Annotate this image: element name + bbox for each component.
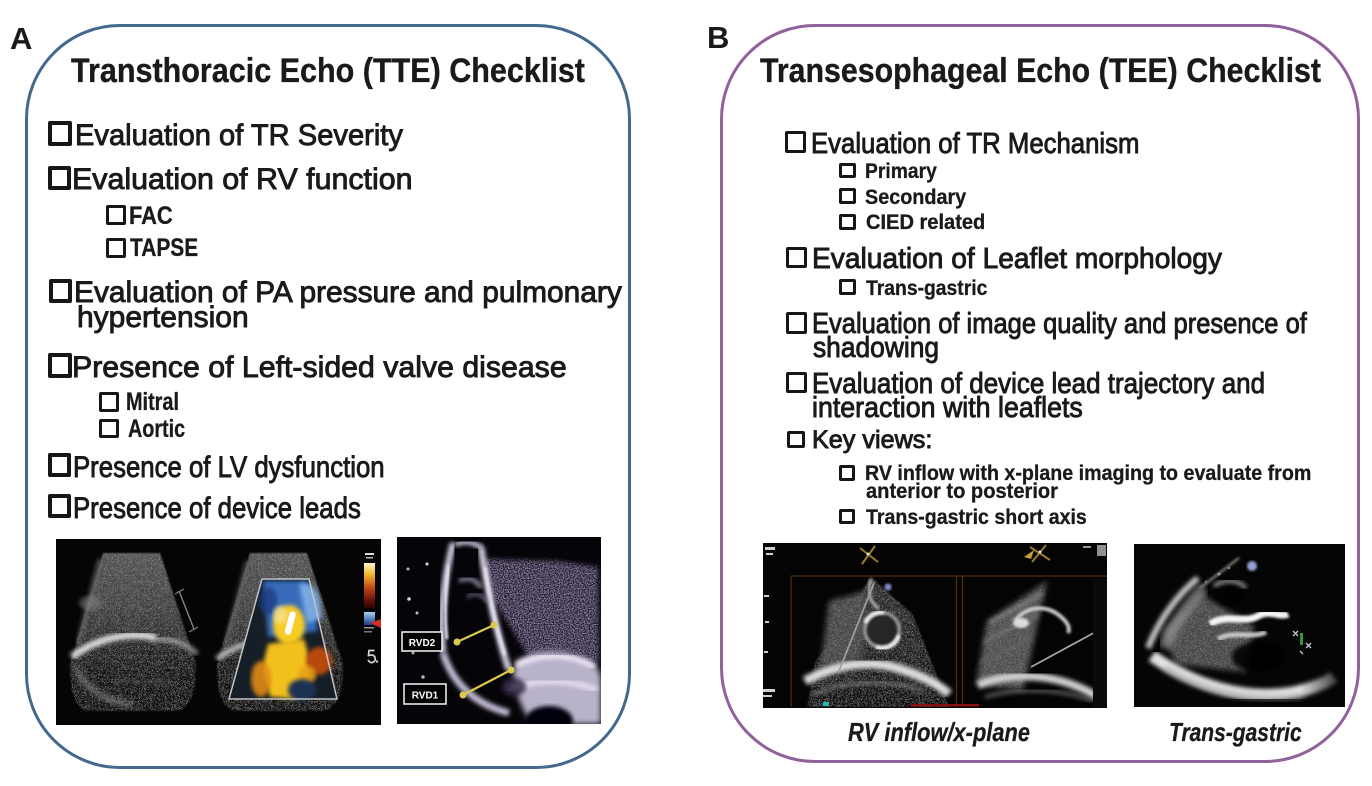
- svg-text:RVD2: RVD2: [408, 638, 435, 649]
- svg-text:RVD1: RVD1: [411, 691, 438, 702]
